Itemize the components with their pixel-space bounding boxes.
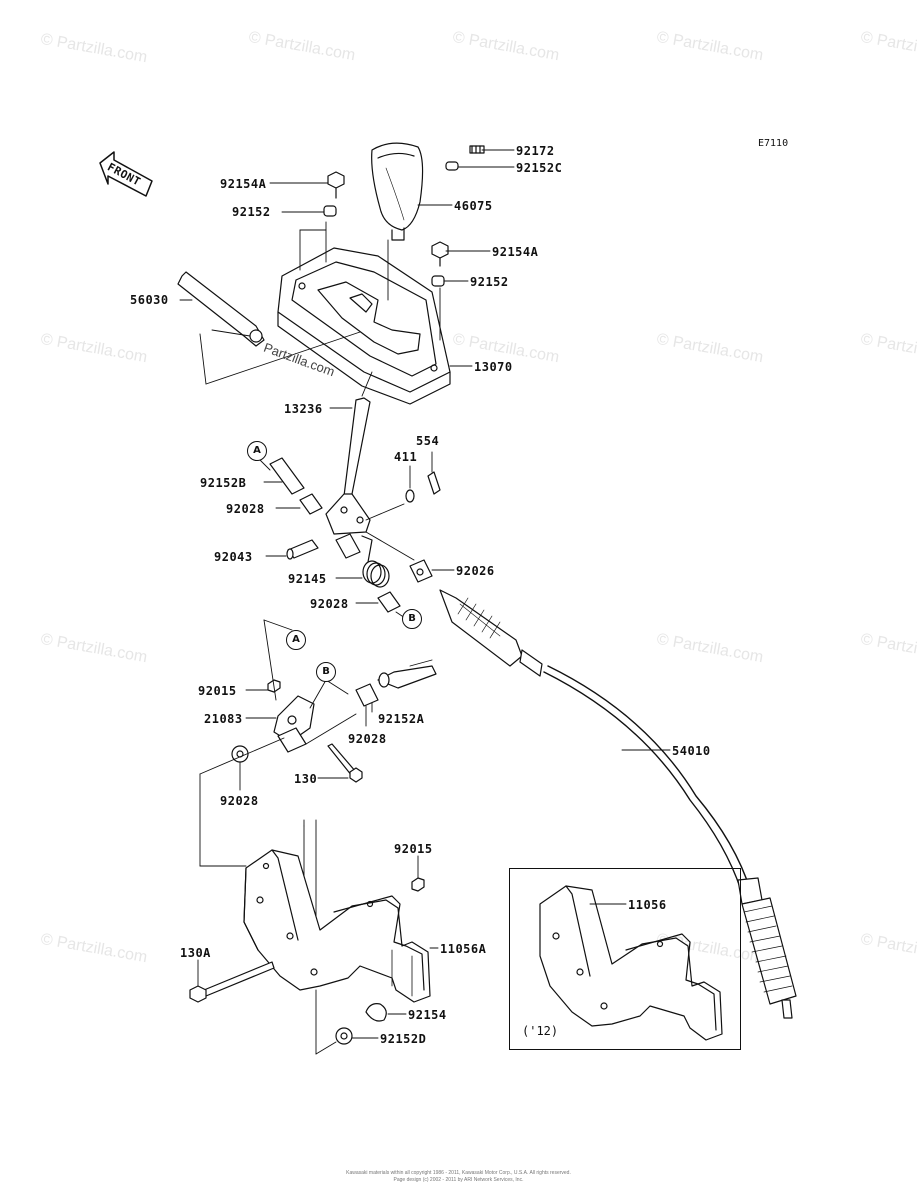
part-label-92043[interactable]: 92043 (214, 550, 253, 564)
part-label-92145[interactable]: 92145 (288, 572, 327, 586)
bolt-130 (327, 743, 363, 783)
bushing-92028-c (355, 683, 379, 707)
part-label-92152C[interactable]: 92152C (516, 161, 563, 175)
part-label-130[interactable]: 130 (294, 772, 318, 786)
screw-92172 (469, 145, 485, 154)
spring-92145 (361, 535, 390, 588)
collar-spring (335, 533, 361, 559)
part-label-21083[interactable]: 21083 (204, 712, 243, 726)
clip-92026 (409, 559, 433, 583)
bushing-92028-d (231, 745, 249, 763)
part-label-130A[interactable]: 130A (180, 946, 211, 960)
shift-knob-part (371, 142, 424, 241)
callout-b-lower: B (316, 662, 336, 682)
part-label-54010[interactable]: 54010 (672, 744, 711, 758)
part-label-13070[interactable]: 13070 (474, 360, 513, 374)
shift-cable-54010 (439, 589, 797, 1019)
part-label-554[interactable]: 554 (416, 434, 440, 448)
part-label-92015-b[interactable]: 92015 (394, 842, 433, 856)
bolt-130A (189, 961, 275, 1003)
part-label-92152D[interactable]: 92152D (380, 1032, 427, 1046)
bushing-92028 (299, 493, 323, 515)
part-label-92152B[interactable]: 92152B (200, 476, 247, 490)
part-label-92028-a[interactable]: 92028 (226, 502, 265, 516)
part-label-11056[interactable]: 11056 (628, 898, 667, 912)
copyright-line-2: Page design (c) 2002 - 2011 by ARI Netwo… (393, 1177, 524, 1183)
mounting-bracket-11056A (243, 849, 439, 1003)
collar-92152B (257, 457, 305, 495)
callout-a-upper: A (247, 441, 267, 461)
collar-92152A (377, 665, 437, 689)
part-label-92154[interactable]: 92154 (408, 1008, 447, 1022)
callout-a-lower: A (286, 630, 306, 650)
lever-bracket-21083 (245, 695, 357, 753)
part-label-92172[interactable]: 92172 (516, 144, 555, 158)
copyright-line-1: Kawasaki materials within all copyright … (346, 1170, 571, 1176)
part-label-92154A-right[interactable]: 92154A (492, 245, 539, 259)
bolt-92154 (365, 1003, 387, 1022)
diagram-code: E7110 (758, 138, 789, 149)
inset-box (509, 868, 741, 1050)
part-label-92152A[interactable]: 92152A (378, 712, 425, 726)
part-label-92026[interactable]: 92026 (456, 564, 495, 578)
bolt-92154A (327, 171, 345, 199)
part-label-92152-right[interactable]: 92152 (470, 275, 509, 289)
nut-92015-lower (411, 877, 425, 892)
bolt-92154A-right (431, 241, 449, 267)
part-label-56030[interactable]: 56030 (130, 293, 169, 307)
shift-bezel-part (277, 247, 451, 405)
part-label-92154A[interactable]: 92154A (220, 177, 267, 191)
part-label-92152[interactable]: 92152 (232, 205, 271, 219)
front-arrow-icon (99, 151, 153, 197)
pin-92043 (286, 539, 319, 560)
bracket-strap-56030 (177, 271, 265, 347)
part-label-92015-a[interactable]: 92015 (198, 684, 237, 698)
callout-b-upper: B (402, 609, 422, 629)
part-label-92028-b[interactable]: 92028 (310, 597, 349, 611)
part-label-92028-d[interactable]: 92028 (220, 794, 259, 808)
collar-92152-right (431, 275, 445, 287)
part-label-92028-c[interactable]: 92028 (348, 732, 387, 746)
shift-lever-part (325, 397, 415, 561)
washer-411 (405, 489, 415, 503)
part-label-411[interactable]: 411 (394, 450, 418, 464)
collar-92152C (445, 161, 459, 171)
bushing-92028-b (377, 591, 401, 613)
part-label-11056A[interactable]: 11056A (440, 942, 487, 956)
cotter-pin-554 (427, 471, 441, 495)
collar-92152 (323, 205, 337, 217)
part-label-13236[interactable]: 13236 (284, 402, 323, 416)
inset-year-label: ('12) (522, 1024, 559, 1038)
collar-92152D (335, 1027, 353, 1045)
part-label-46075[interactable]: 46075 (454, 199, 493, 213)
inset-bracket-11056 (539, 885, 723, 1041)
